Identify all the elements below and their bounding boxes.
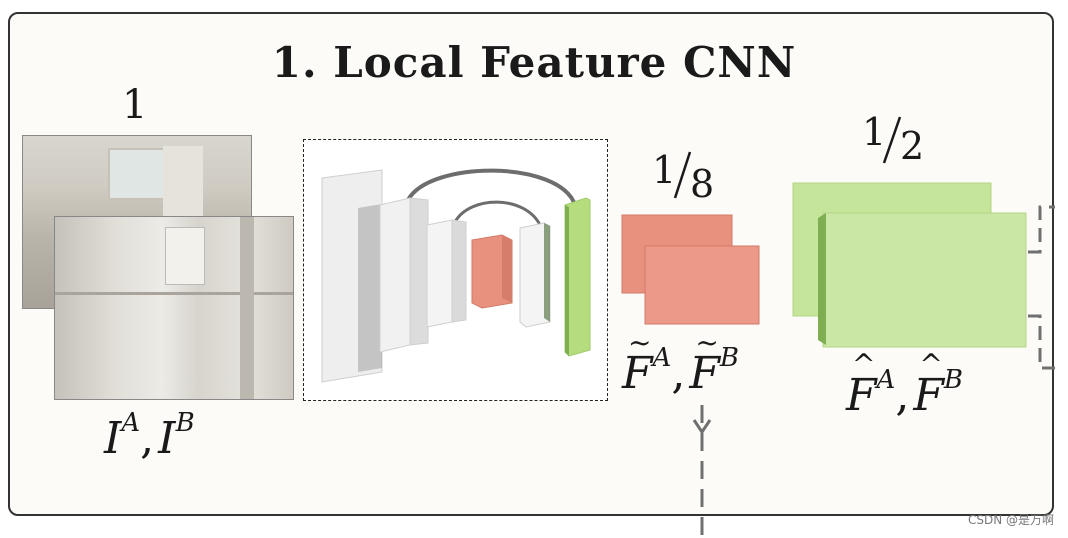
coarse-feature-arrowhead — [692, 419, 712, 435]
backbone-block-3 — [426, 219, 467, 328]
panel-title: 1. Local Feature CNN — [271, 38, 797, 87]
backbone-output-block — [564, 197, 591, 357]
backbone-block-4 — [519, 222, 551, 328]
watermark: CSDN @是万啊 — [967, 513, 1054, 527]
coarse-scale-denominator: 8 — [690, 162, 715, 206]
coarse-feature-b — [644, 245, 760, 325]
coarse-scale-slash — [673, 151, 692, 199]
coarse-scale-numerator: 1 — [652, 148, 677, 192]
fine-scale-denominator: 2 — [900, 124, 925, 168]
fine-features-label: ^FA,^FB — [846, 348, 963, 421]
input-images-label: IA,IB — [104, 408, 195, 464]
input-image-b — [54, 216, 294, 400]
coarse-features-label: ~FA,~FB — [622, 326, 739, 399]
fine-feature-connector-bottom — [1028, 314, 1055, 370]
backbone-block-1 — [321, 169, 383, 383]
fine-scale-numerator: 1 — [862, 110, 887, 154]
fine-feature-connector-top — [1028, 205, 1055, 254]
skip-connection-inner — [453, 200, 542, 226]
fine-feature-b — [818, 212, 1027, 348]
skip-connection-outer — [406, 168, 577, 206]
backbone-block-2 — [379, 197, 429, 353]
fine-scale-slash — [882, 116, 902, 164]
input-scale-label: 1 — [122, 82, 148, 128]
backbone-bottleneck — [471, 234, 513, 309]
